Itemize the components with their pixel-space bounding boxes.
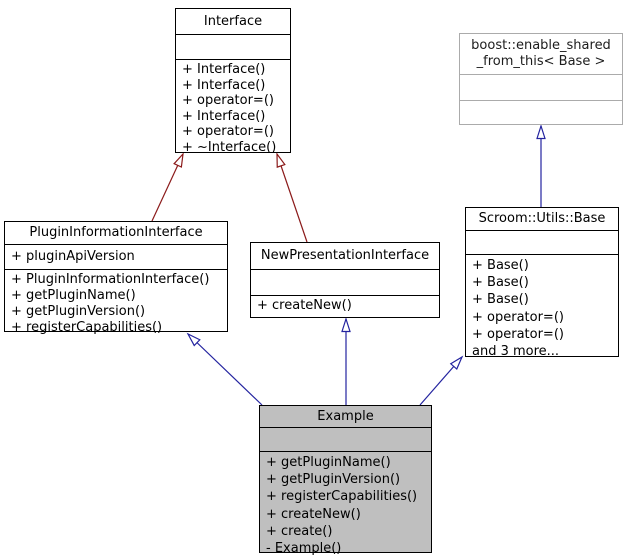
class-box-plugin-information-interface[interactable]: PluginInformationInterface + pluginApiVe… [4, 221, 228, 335]
method-label: and 3 more... [472, 344, 560, 360]
class-title-line: _from_this< Base > [476, 54, 606, 69]
class-methods [460, 100, 622, 124]
method-label: + createNew() [266, 506, 361, 522]
edge-example-to-plugininfo [186, 332, 263, 406]
class-methods: + Interface()+ Interface()+ operator=()+… [176, 59, 290, 156]
class-title: boost::enable_shared_from_this< Base > [460, 34, 622, 74]
method-label: - Example() [266, 541, 342, 557]
class-attributes: + pluginApiVersion [5, 244, 227, 269]
method-label: + registerCapabilities() [11, 320, 163, 335]
method-label: + Interface() [182, 62, 266, 77]
class-attributes [260, 427, 431, 451]
class-title: NewPresentationInterface [251, 243, 439, 269]
method-label: + operator=() [472, 309, 564, 325]
class-methods: + PluginInformationInterface()+ getPlugi… [5, 269, 227, 336]
method-label: + ~Interface() [182, 139, 277, 155]
method-label: + operator=() [472, 326, 564, 342]
class-title: Example [260, 406, 431, 427]
method-label: + registerCapabilities() [266, 489, 418, 505]
class-box-boost-enable-shared-from-this[interactable]: boost::enable_shared_from_this< Base > [459, 33, 623, 125]
class-box-new-presentation-interface[interactable]: NewPresentationInterface + createNew() [250, 242, 440, 318]
method-label: + Interface() [182, 77, 266, 93]
class-attributes [466, 230, 618, 254]
class-box-interface[interactable]: Interface + Interface()+ Interface()+ op… [175, 8, 291, 156]
class-methods: + getPluginName() + getPluginVersion()+ r… [260, 451, 431, 557]
edge-plugininfo-to-interface [151, 152, 184, 222]
method-label: + getPluginName() [266, 455, 391, 470]
class-title-line: NewPresentationInterface [260, 248, 430, 263]
method-label: + createNew() [257, 298, 352, 313]
class-methods: + createNew() [251, 295, 439, 317]
method-label: + Interface() [182, 108, 266, 124]
class-methods: + Base()+ Base()+ Base()+ operator=()+ o… [466, 254, 618, 360]
method-label: + operator=() [182, 124, 274, 140]
class-title: PluginInformationInterface [5, 222, 227, 244]
method-label: + getPluginVersion() [11, 304, 146, 319]
method-label: + PluginInformationInterface() [11, 272, 210, 287]
class-title: Scroom::Utils::Base [466, 208, 618, 230]
method-label: + operator=() [182, 93, 274, 109]
class-attributes [176, 34, 290, 59]
method-label: + getPluginVersion() [266, 472, 401, 488]
method-label: + Base() [472, 258, 529, 273]
class-title-line: Interface [203, 13, 263, 29]
class-box-scroom-utils-base[interactable]: Scroom::Utils::Base + Base()+ Base()+ Ba… [465, 207, 619, 360]
method-label: + create() [266, 523, 333, 539]
method-label: + getPluginName() [11, 288, 136, 303]
attribute-label: + pluginApiVersion [11, 249, 135, 264]
class-attributes [460, 74, 622, 100]
edge-example-to-scroombase [419, 355, 464, 406]
edge-newpres-to-interface [276, 152, 308, 243]
class-title-line: PluginInformationInterface [29, 225, 203, 240]
method-label: + Base() [472, 292, 529, 308]
class-box-example[interactable]: Example + getPluginName() + getPluginVers… [259, 405, 432, 556]
method-label: + Base() [472, 275, 529, 291]
class-title: Interface [176, 9, 290, 34]
class-title-line: Example [317, 408, 374, 424]
class-attributes [251, 269, 439, 295]
class-title-line: boost::enable_shared [471, 38, 611, 53]
class-title-line: Scroom::Utils::Base [478, 211, 606, 226]
